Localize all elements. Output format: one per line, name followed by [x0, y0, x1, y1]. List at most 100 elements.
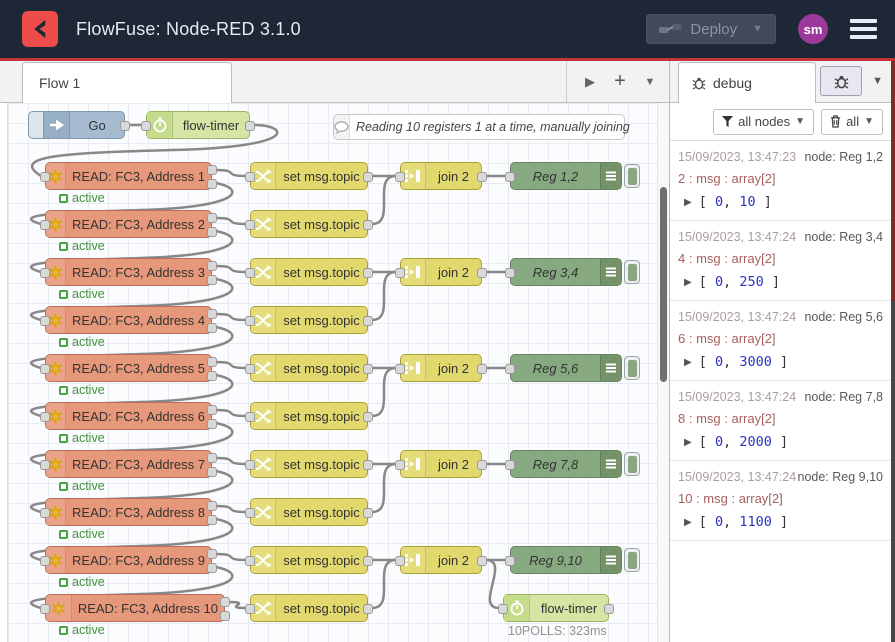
deploy-chevron-icon[interactable]: ▼ [752, 23, 763, 35]
input-port[interactable] [505, 460, 515, 470]
output-port[interactable] [363, 316, 373, 326]
change-node-3[interactable]: set msg.topic [245, 258, 373, 286]
wire[interactable] [228, 600, 247, 610]
tab-debug[interactable]: debug [678, 62, 816, 103]
debug-enable-toggle[interactable] [624, 356, 640, 380]
inject-button[interactable] [29, 112, 44, 138]
output-port[interactable] [363, 364, 373, 374]
input-port[interactable] [395, 556, 405, 566]
wire[interactable] [371, 462, 397, 514]
output-port-1[interactable] [207, 549, 217, 559]
input-port[interactable] [245, 364, 255, 374]
input-port[interactable] [40, 316, 50, 326]
input-port[interactable] [245, 172, 255, 182]
modbus-read-node-4[interactable]: READ: FC3, Address 4 [40, 306, 217, 334]
input-port[interactable] [245, 604, 255, 614]
input-port[interactable] [245, 412, 255, 422]
debug-enable-toggle[interactable] [624, 548, 640, 572]
change-node-2[interactable]: set msg.topic [245, 210, 373, 238]
join-node-1[interactable]: join 2 [395, 162, 487, 190]
change-node-7[interactable]: set msg.topic [245, 450, 373, 478]
change-node-1[interactable]: set msg.topic [245, 162, 373, 190]
input-port[interactable] [40, 412, 50, 422]
modbus-read-node-7[interactable]: READ: FC3, Address 7 [40, 450, 217, 478]
change-node-6[interactable]: set msg.topic [245, 402, 373, 430]
modbus-read-node-5[interactable]: READ: FC3, Address 5 [40, 354, 217, 382]
output-port[interactable] [363, 460, 373, 470]
modbus-read-node-3[interactable]: READ: FC3, Address 3 [40, 258, 217, 286]
sidebar-menu-chevron-icon[interactable]: ▼ [872, 75, 883, 87]
tab-scroll-right-button[interactable]: ▶ [585, 73, 595, 89]
input-port[interactable] [395, 364, 405, 374]
flow-canvas[interactable]: Reading 10 registers 1 at a time, manual… [0, 103, 657, 642]
wire[interactable] [215, 408, 247, 418]
output-port[interactable] [363, 220, 373, 230]
output-port-2[interactable] [220, 611, 230, 621]
change-node-5[interactable]: set msg.topic [245, 354, 373, 382]
wire[interactable] [30, 123, 279, 178]
main-menu-icon[interactable] [850, 19, 877, 39]
output-port[interactable] [120, 121, 130, 131]
output-port[interactable] [477, 556, 487, 566]
wire[interactable] [215, 168, 247, 178]
wire[interactable] [371, 270, 397, 322]
input-port[interactable] [40, 460, 50, 470]
output-port[interactable] [477, 268, 487, 278]
modbus-read-node-10[interactable]: READ: FC3, Address 10 [40, 594, 230, 622]
input-port[interactable] [395, 460, 405, 470]
debug-enable-toggle[interactable] [624, 260, 640, 284]
wire[interactable] [485, 558, 500, 610]
output-port-2[interactable] [207, 323, 217, 333]
output-port-1[interactable] [207, 405, 217, 415]
input-port[interactable] [245, 460, 255, 470]
flow-timer-node-bottom[interactable]: flow-timer [498, 594, 614, 622]
output-port-1[interactable] [207, 453, 217, 463]
wire[interactable] [371, 174, 397, 226]
output-port-1[interactable] [207, 501, 217, 511]
join-node-4[interactable]: join 2 [395, 450, 487, 478]
input-port[interactable] [505, 172, 515, 182]
output-port-2[interactable] [207, 371, 217, 381]
debug-clear-button[interactable]: all ▼ [821, 108, 883, 135]
debug-node-reg-5-6[interactable]: Reg 5,6 [505, 354, 622, 382]
debug-node-reg-7-8[interactable]: Reg 7,8 [505, 450, 622, 478]
input-port[interactable] [245, 220, 255, 230]
modbus-read-node-1[interactable]: READ: FC3, Address 1 [40, 162, 217, 190]
output-port-2[interactable] [207, 227, 217, 237]
wire[interactable] [215, 456, 247, 466]
output-port-2[interactable] [207, 179, 217, 189]
output-port[interactable] [363, 412, 373, 422]
debug-enable-toggle[interactable] [624, 164, 640, 188]
wire[interactable] [215, 264, 247, 274]
change-node-4[interactable]: set msg.topic [245, 306, 373, 334]
change-node-10[interactable]: set msg.topic [245, 594, 373, 622]
input-port[interactable] [40, 268, 50, 278]
output-port[interactable] [363, 268, 373, 278]
output-port-2[interactable] [207, 275, 217, 285]
modbus-read-node-8[interactable]: READ: FC3, Address 8 [40, 498, 217, 526]
output-port[interactable] [245, 121, 255, 131]
debug-filter-button[interactable]: all nodes ▼ [713, 108, 815, 135]
output-port-1[interactable] [207, 261, 217, 271]
input-port[interactable] [40, 508, 50, 518]
input-port[interactable] [395, 172, 405, 182]
output-port[interactable] [363, 556, 373, 566]
input-port[interactable] [245, 556, 255, 566]
output-port[interactable] [363, 604, 373, 614]
debug-enable-toggle[interactable] [624, 452, 640, 476]
input-port[interactable] [40, 220, 50, 230]
comment-node[interactable]: Reading 10 registers 1 at a time, manual… [333, 114, 630, 140]
output-port[interactable] [477, 364, 487, 374]
wire[interactable] [215, 312, 247, 322]
input-port[interactable] [505, 268, 515, 278]
input-port[interactable] [40, 172, 50, 182]
output-port-1[interactable] [220, 597, 230, 607]
join-node-3[interactable]: join 2 [395, 354, 487, 382]
input-port[interactable] [245, 508, 255, 518]
input-port[interactable] [505, 556, 515, 566]
output-port[interactable] [477, 460, 487, 470]
output-port-1[interactable] [207, 357, 217, 367]
expand-arrow-icon[interactable]: ▶ [684, 516, 692, 528]
expand-arrow-icon[interactable]: ▶ [684, 356, 692, 368]
debug-node-reg-3-4[interactable]: Reg 3,4 [505, 258, 622, 286]
